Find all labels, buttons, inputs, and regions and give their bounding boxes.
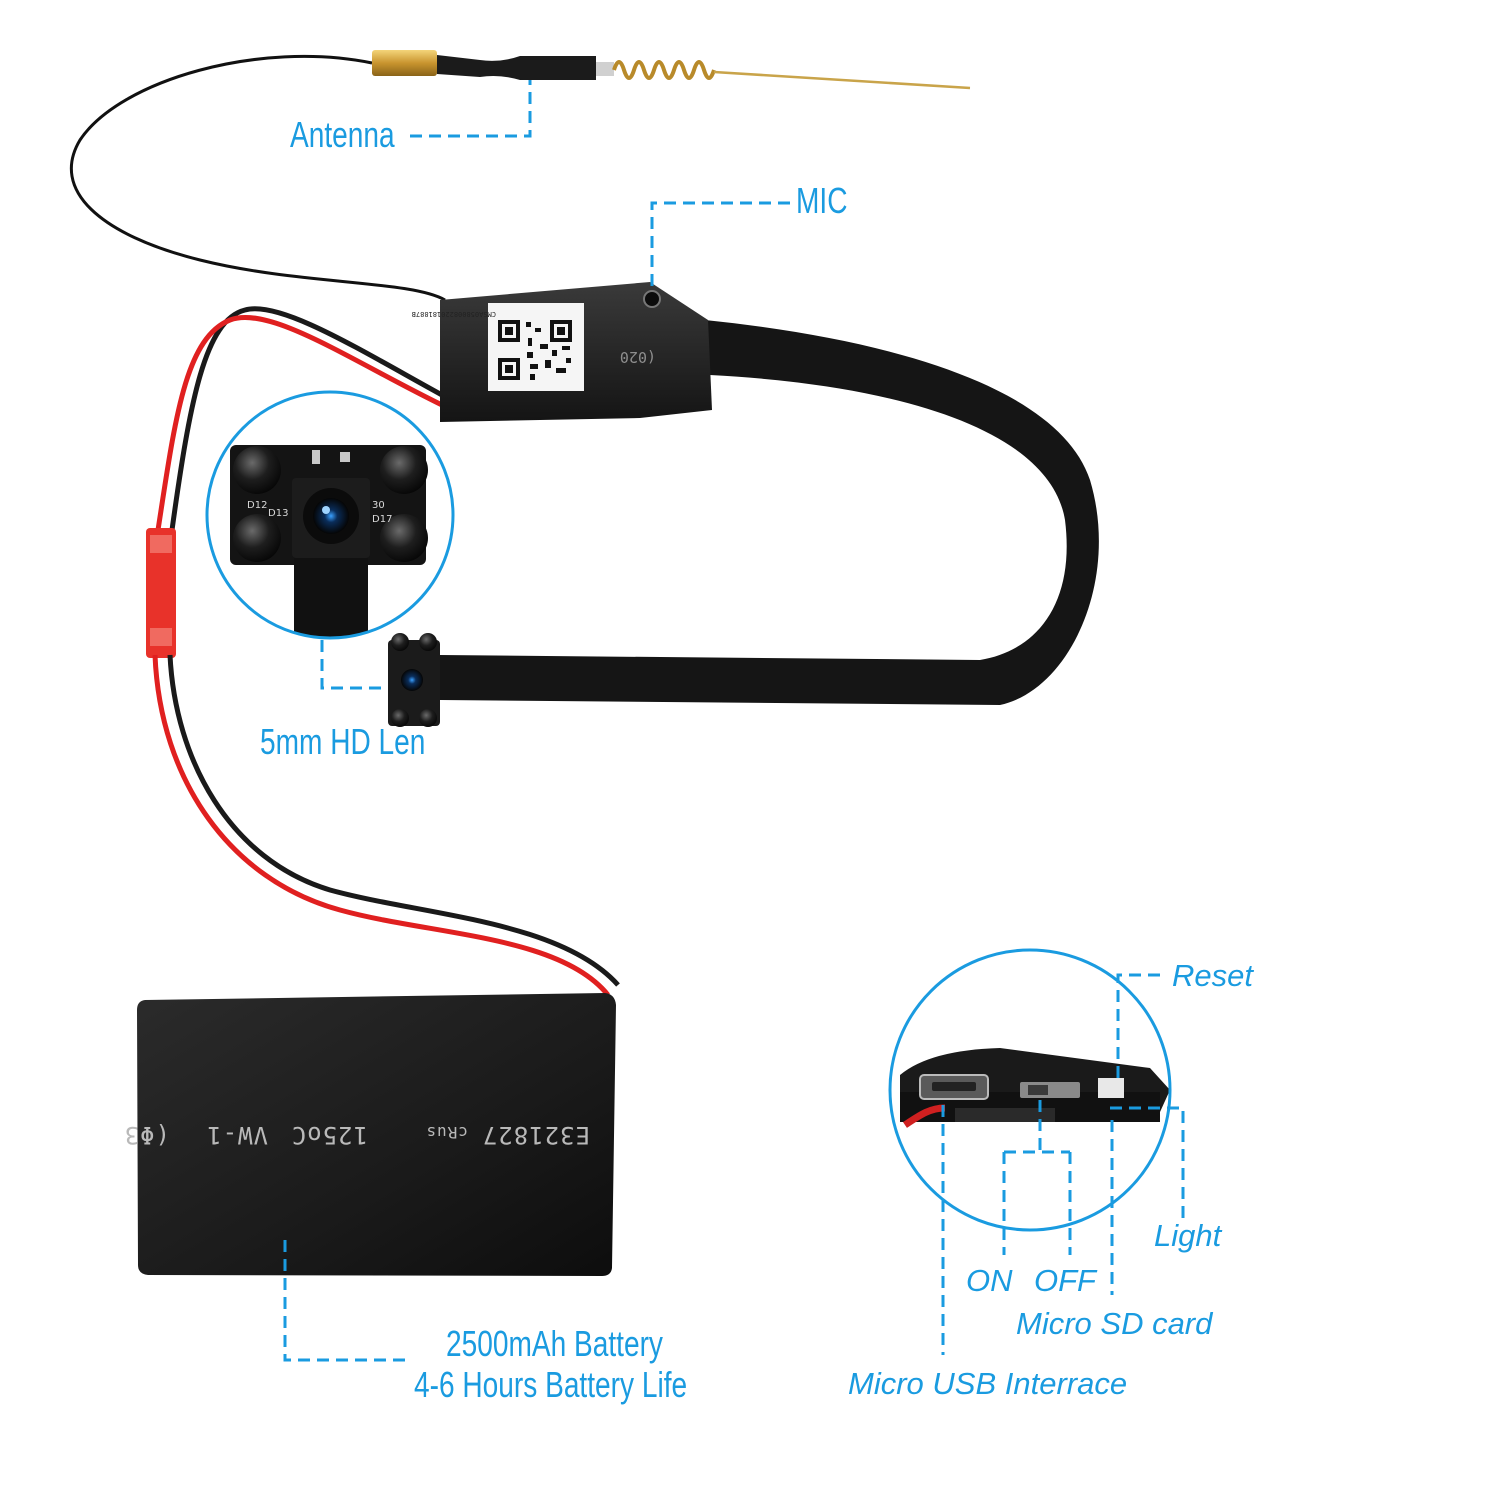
battery-ul: cRus (425, 1123, 468, 1142)
antenna-sleeve (437, 55, 596, 80)
mic-hole (643, 290, 661, 308)
on-label: ON (966, 1263, 1013, 1298)
battery-temp: 125oC (291, 1121, 368, 1149)
camera-head (388, 633, 440, 727)
leader-antenna (410, 80, 532, 138)
leader-battery (283, 1240, 405, 1362)
pcb-mark: 30 (372, 500, 385, 511)
pcb-mark: D12 (247, 500, 267, 511)
camera-module: CMSA058008220181887B (020 (412, 282, 712, 422)
battery-body (137, 993, 616, 1276)
battery-phi: (Φ3 (124, 1121, 170, 1149)
antenna-assembly (69, 50, 971, 302)
ribbon-cable (440, 320, 1099, 705)
ir-led (233, 446, 281, 494)
zoom-ring (205, 390, 455, 640)
antenna-coil (612, 60, 716, 80)
antenna-cable (69, 54, 446, 302)
leader-light (1110, 1106, 1185, 1218)
antenna-label: Antenna (290, 114, 395, 155)
power-cables (146, 306, 620, 997)
light-label: Light (1154, 1218, 1222, 1253)
reset-button (1098, 1078, 1124, 1098)
battery: E321827 cRus 125oC VW-1 (Φ3 (124, 993, 616, 1276)
lens-icon (313, 498, 349, 534)
qr-code (498, 320, 572, 380)
leader-mic (650, 201, 790, 288)
off-label: OFF (1034, 1263, 1096, 1298)
jst-connector (146, 528, 176, 658)
battery-capacity-label: 2500mAh Battery (446, 1323, 663, 1364)
module-print: (020 (620, 348, 656, 366)
antenna-wire (713, 70, 971, 90)
ir-led (233, 514, 281, 562)
lens-label: 5mm HD Len (260, 721, 426, 762)
leader-reset (1116, 973, 1160, 1080)
battery-vw: VW-1 (206, 1121, 268, 1149)
battery-cert: E321827 (482, 1121, 590, 1149)
pcb-mark: D13 (268, 508, 288, 519)
antenna-ferrule (596, 62, 614, 76)
sd-slot (955, 1108, 1055, 1122)
ports-zoom (888, 948, 1172, 1232)
ir-led (380, 446, 428, 494)
leader-lines (283, 80, 1185, 1362)
ir-led (380, 514, 428, 562)
mic-label: MIC (796, 180, 848, 221)
lens-flex (294, 556, 368, 638)
antenna-connector (372, 50, 437, 76)
qr-print: CMSA058008220181887B (412, 310, 496, 318)
lens-zoom: D12 D13 30 D17 (205, 390, 455, 640)
zoom-ring (888, 948, 1172, 1232)
reset-label: Reset (1172, 958, 1253, 993)
leader-switch (1002, 1100, 1072, 1255)
leader-lens (320, 640, 386, 690)
micro-sd-label: Micro SD card (1016, 1306, 1213, 1341)
pcb-mark: D17 (372, 514, 392, 525)
battery-life-label: 4-6 Hours Battery Life (414, 1364, 688, 1405)
micro-usb-label: Micro USB Interrace (848, 1366, 1128, 1401)
